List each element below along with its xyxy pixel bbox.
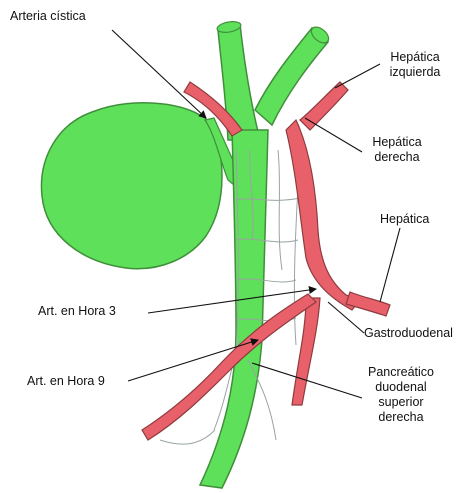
left-hepatic-artery	[300, 82, 348, 130]
label-arteria-cistica: Arteria cística	[10, 9, 86, 24]
label-art-hora-9: Art. en Hora 9	[27, 374, 105, 389]
label-art-hora-3: Art. en Hora 3	[38, 304, 116, 319]
proper-hepatic-artery	[286, 120, 360, 310]
label-pancreatico-line3: superior	[356, 395, 446, 410]
label-hepatica-derecha-line2: derecha	[362, 150, 432, 165]
label-hepatica-izquierda: Hepática izquierda	[380, 50, 450, 80]
gallbladder	[41, 103, 222, 269]
common-hepatic-artery	[346, 292, 390, 316]
label-hepatica-izquierda-line1: Hepática	[380, 50, 450, 65]
pointer-hepatica	[380, 228, 400, 302]
label-pancreatico-line1: Pancreático	[356, 365, 446, 380]
pointer-hepatica-izquierda	[335, 64, 380, 88]
label-pancreatico-line2: duodenal	[356, 380, 446, 395]
label-gastroduodenal: Gastroduodenal	[364, 326, 453, 341]
pointer-hepatica-derecha	[305, 118, 362, 152]
label-hepatica-derecha-line1: Hepática	[362, 135, 432, 150]
label-pancreatico-duodenal: Pancreático duodenal superior derecha	[356, 365, 446, 425]
label-hepatica-izquierda-line2: izquierda	[380, 65, 450, 80]
label-hepatica-derecha: Hepática derecha	[362, 135, 432, 165]
label-hepatica: Hepática	[380, 212, 429, 227]
label-pancreatico-line4: derecha	[356, 410, 446, 425]
